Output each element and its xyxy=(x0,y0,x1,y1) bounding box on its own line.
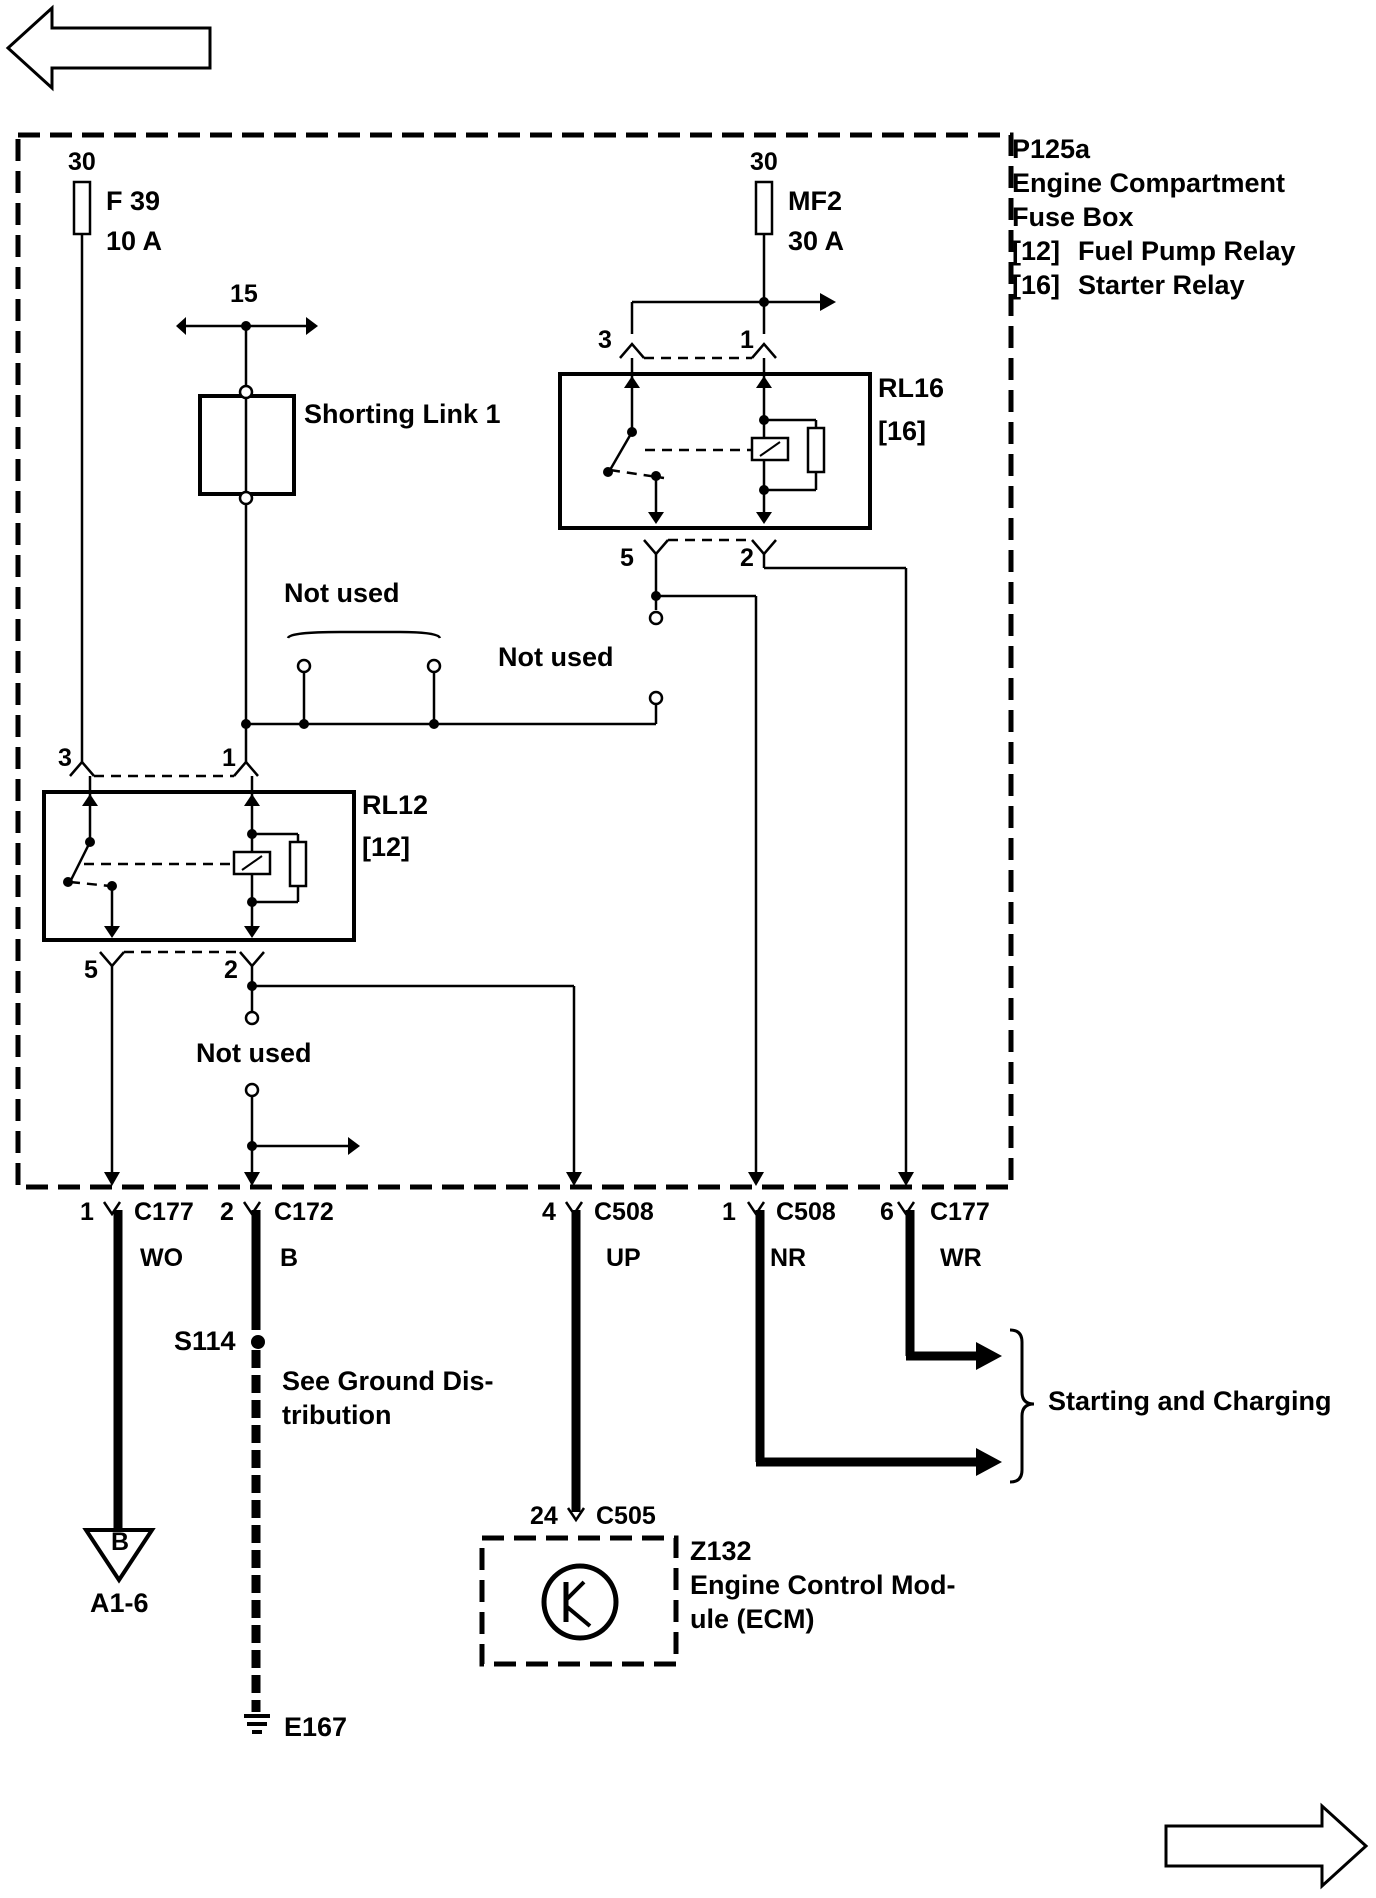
f39-fuse-icon xyxy=(72,180,92,236)
f39-rating: 10 A xyxy=(106,226,162,256)
connector-id: C508 xyxy=(776,1198,836,1226)
not-used-label-3: Not used xyxy=(196,1038,312,1068)
mf2-supply: 30 xyxy=(750,148,778,176)
ground-ref-line2: tribution xyxy=(282,1400,391,1430)
not-used-label-2: Not used xyxy=(498,642,614,672)
ground-e167: E167 xyxy=(284,1712,347,1742)
connector-id: C508 xyxy=(594,1198,654,1226)
wire-color: UP xyxy=(606,1244,641,1272)
fuse-box-outline xyxy=(15,132,1014,1190)
connector-pin: 6 xyxy=(880,1198,894,1226)
connector-pin: 4 xyxy=(542,1198,556,1226)
forward-arrow-icon[interactable] xyxy=(1164,1802,1369,1890)
connector-c177-wr: 6 C177 WR xyxy=(880,1198,990,1272)
connector-c172-b: 2 C172 B xyxy=(220,1198,334,1272)
mf2-rating: 30 A xyxy=(788,226,844,256)
rl12-name: RL12 xyxy=(362,790,428,820)
offpage-letter: B xyxy=(111,1528,129,1556)
f39-name: F 39 xyxy=(106,186,160,216)
connector-id: C172 xyxy=(274,1198,334,1226)
rl12-pin1: 1 xyxy=(222,744,236,772)
rl16-pin5: 5 xyxy=(620,544,634,572)
ecm-module xyxy=(479,1535,679,1667)
ecm-line2: ule (ECM) xyxy=(690,1604,815,1634)
connector-pin: 1 xyxy=(722,1198,736,1226)
mf2-fuse-icon xyxy=(754,180,774,236)
rl12-pin3: 3 xyxy=(58,744,72,772)
feed-15: 15 xyxy=(230,280,258,308)
rl12-pin5: 5 xyxy=(84,956,98,984)
rl12-pin2: 2 xyxy=(224,956,238,984)
wire-color: WO xyxy=(140,1244,183,1272)
fuse-box-item2-name: Starter Relay xyxy=(1078,270,1245,300)
rl16-pin2: 2 xyxy=(740,544,754,572)
ecm-conn-id: C505 xyxy=(596,1502,656,1530)
rl16-pin3: 3 xyxy=(598,326,612,354)
splice-icon xyxy=(251,1335,265,1349)
fuse-box-item1-name: Fuel Pump Relay xyxy=(1078,236,1296,266)
ecm-conn-pin: 24 xyxy=(530,1502,558,1530)
fuse-box-item2-code: [16] xyxy=(1012,270,1060,300)
starting-charging-label: Starting and Charging xyxy=(1048,1386,1332,1416)
connector-c177-wo: 1 C177 WO xyxy=(80,1198,194,1272)
rl16-diode-icon xyxy=(806,426,826,474)
fuse-box-title-2: Fuse Box xyxy=(1012,202,1134,232)
connector-pin: 1 xyxy=(80,1198,94,1226)
back-arrow-icon[interactable] xyxy=(5,4,212,92)
wire-color: WR xyxy=(940,1244,982,1272)
rl12-diode-icon xyxy=(288,840,308,888)
fuse-box-title-1: Engine Compartment xyxy=(1012,168,1285,198)
arrow-right-icon xyxy=(820,293,836,311)
fuse-box-id: P125a xyxy=(1012,134,1091,164)
connector-c508-up: 4 C508 UP xyxy=(542,1198,654,1272)
wire-color: B xyxy=(280,1244,298,1272)
f39-supply: 30 xyxy=(68,148,96,176)
offpage-ref: A1-6 xyxy=(90,1588,149,1618)
rl16-code: [16] xyxy=(878,416,926,446)
shorting-link-label: Shorting Link 1 xyxy=(304,399,501,429)
rl16-relay xyxy=(558,372,872,530)
mf2-name: MF2 xyxy=(788,186,842,216)
splice-s114: S114 xyxy=(174,1326,236,1356)
connector-id: C177 xyxy=(134,1198,194,1226)
ground-icon xyxy=(244,1714,270,1734)
connector-pin: 2 xyxy=(220,1198,234,1226)
ecm-id: Z132 xyxy=(690,1536,752,1566)
rl12-relay xyxy=(42,790,356,942)
rl16-name: RL16 xyxy=(878,373,944,403)
not-used-label-1: Not used xyxy=(284,578,400,608)
connector-c508-nr: 1 C508 NR xyxy=(722,1198,836,1272)
wire-color: NR xyxy=(770,1244,806,1272)
connector-id: C177 xyxy=(930,1198,990,1226)
ecm-line1: Engine Control Mod- xyxy=(690,1570,955,1600)
rl16-pin1: 1 xyxy=(740,326,754,354)
rl12-code: [12] xyxy=(362,832,410,862)
transistor-icon xyxy=(541,1563,619,1641)
offpage-connector-icon xyxy=(82,1528,156,1584)
fuse-box-item1-code: [12] xyxy=(1012,236,1060,266)
ground-ref-line1: See Ground Dis- xyxy=(282,1366,494,1396)
